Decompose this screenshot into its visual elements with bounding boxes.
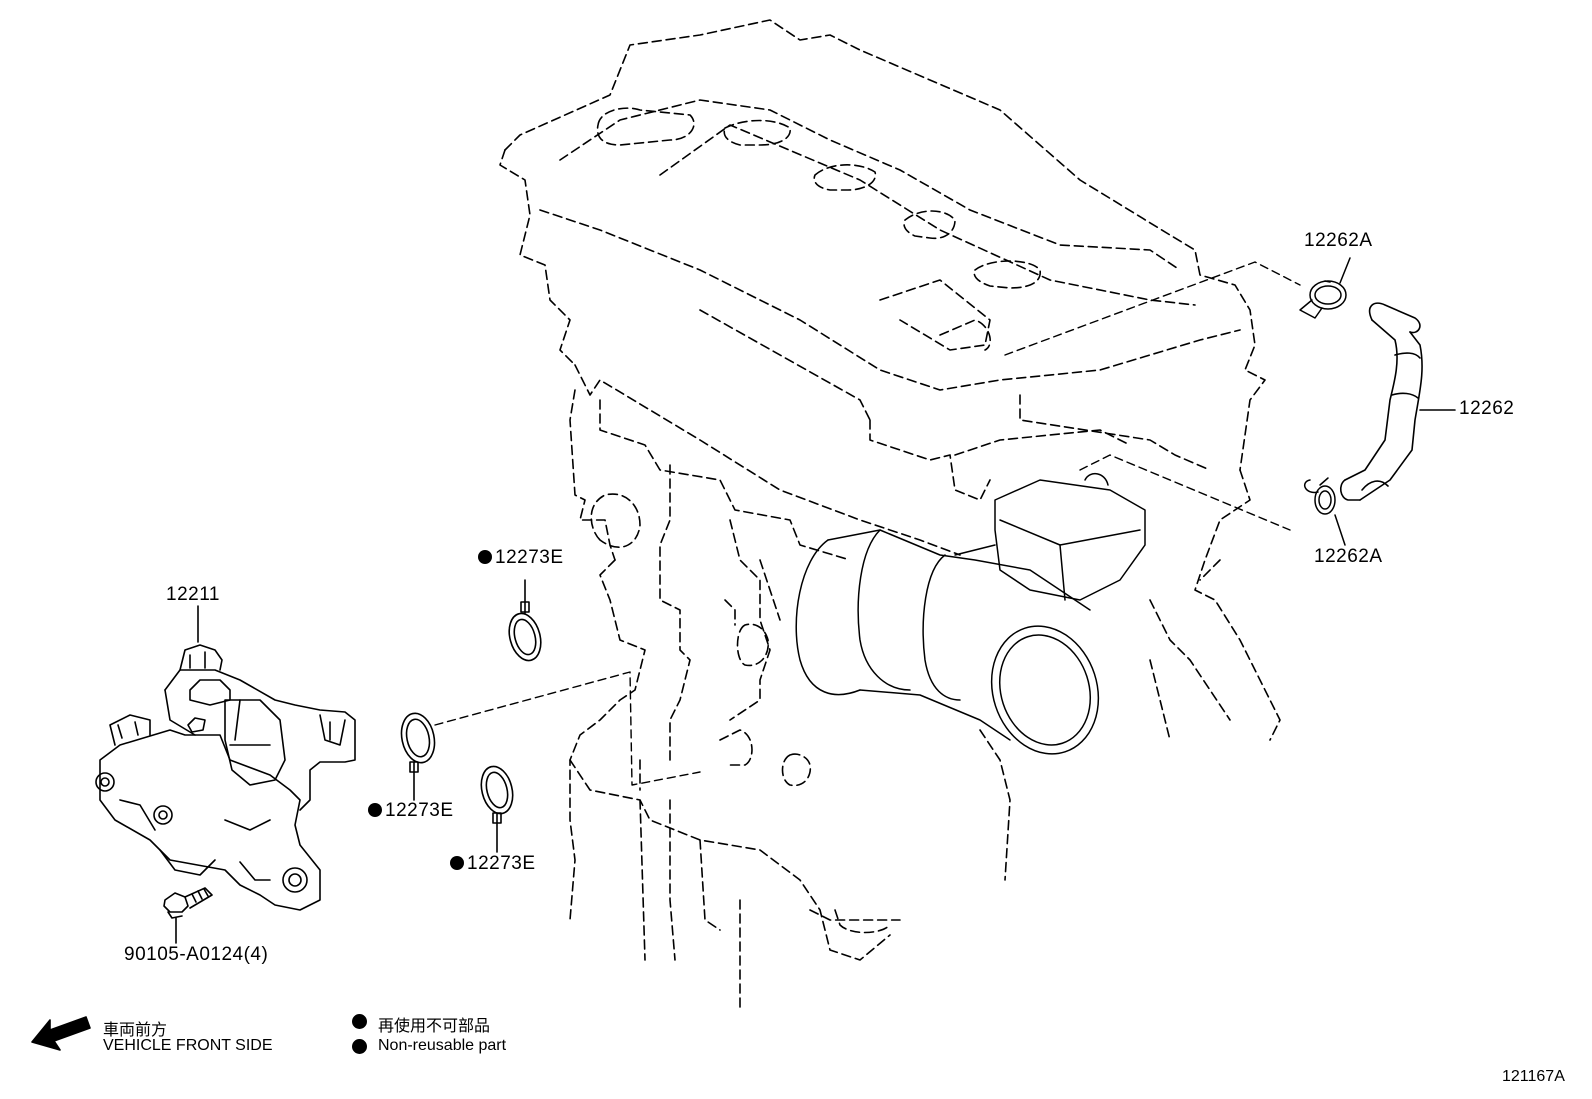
illustration-number: 121167A: [1502, 1068, 1565, 1085]
label-12273E-bottom: 12273E: [450, 853, 536, 875]
engine-block-outline: [499, 19, 1281, 1011]
non-reusable-dot-icon: [352, 1014, 367, 1029]
label-12273E-left: 12273E: [368, 800, 454, 822]
label-12262: 12262: [1459, 398, 1515, 419]
bolt-90105: [163, 887, 213, 944]
hose-clip-top: [1299, 257, 1351, 319]
vehicle-front-arrow-icon: [31, 1016, 91, 1051]
hose-12262: [1339, 302, 1456, 501]
legend-front-jp: 車両前方: [103, 1020, 168, 1039]
legend-nonreuse-jp: 再使用不可部品: [378, 1016, 491, 1035]
water-outlet-tube: [795, 473, 1146, 755]
non-reusable-dot-icon: [352, 1039, 367, 1054]
label-12262A-bottom: 12262A: [1314, 546, 1383, 567]
o-ring-12273E-bottom: [480, 765, 514, 853]
non-reusable-dot-icon: [478, 550, 492, 564]
label-12273E-top: 12273E: [478, 547, 564, 569]
hose-clip-bottom: [1303, 477, 1346, 546]
o-ring-12273E-top: [508, 579, 542, 662]
o-ring-12273E-left: [400, 712, 436, 801]
legend-front-en: VEHICLE FRONT SIDE: [103, 1037, 273, 1054]
valve-assembly-12211: [95, 605, 356, 911]
label-bolt-90105: 90105-A0124(4): [124, 944, 269, 965]
non-reusable-dot-icon: [450, 856, 464, 870]
leader-lines: [434, 261, 1301, 786]
legend-nonreuse-en: Non-reusable part: [378, 1037, 507, 1054]
label-12262A-top: 12262A: [1304, 230, 1373, 251]
non-reusable-dot-icon: [368, 803, 382, 817]
label-12211: 12211: [166, 584, 220, 605]
